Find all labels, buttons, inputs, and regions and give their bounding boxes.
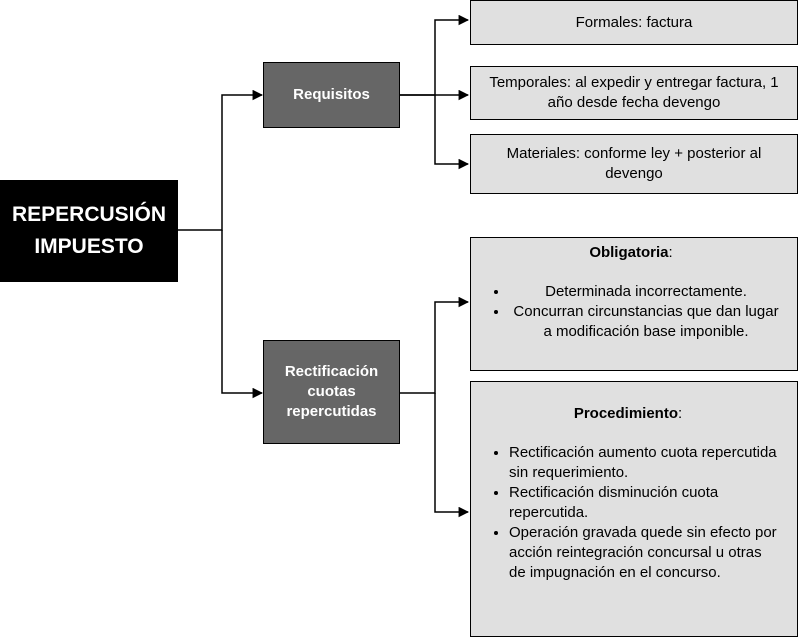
leaf-temporales-text: Temporales: al expedir y entregar factur…: [489, 74, 779, 111]
root-node-repercusion-impuesto: REPERCUSIÓN IMPUESTO: [0, 180, 178, 282]
detail-procedimiento: Procedimiento: Rectificación aumento cuo…: [470, 381, 798, 637]
list-item: Rectificación disminución cuota repercut…: [509, 483, 777, 523]
node-rectificacion-line-2: cuotas: [307, 383, 356, 400]
procedimiento-header: Procedimiento:: [479, 404, 777, 424]
list-item: Concurran circunstancias que dan lugar a…: [509, 302, 783, 342]
root-line-2: IMPUESTO: [34, 235, 144, 258]
procedimiento-title: Procedimiento: [573, 405, 678, 422]
obligatoria-title: Obligatoria: [589, 244, 669, 261]
obligatoria-colon: :: [668, 244, 673, 261]
node-requisitos-label: Requisitos: [293, 86, 370, 103]
root-line-1: REPERCUSIÓN: [11, 203, 167, 226]
list-item: Determinada incorrectamente.: [509, 282, 783, 302]
procedimiento-list: Rectificación aumento cuota repercutida …: [479, 443, 777, 583]
list-item: Rectificación aumento cuota repercutida …: [509, 443, 777, 483]
node-rectificacion: Rectificación cuotas repercutidas: [263, 340, 400, 444]
procedimiento-colon: :: [678, 405, 683, 422]
node-rectificacion-line-1: Rectificación: [284, 363, 379, 380]
node-requisitos: Requisitos: [263, 62, 400, 128]
leaf-formales-text: Formales: factura: [575, 13, 693, 31]
leaf-temporales: Temporales: al expedir y entregar factur…: [470, 66, 798, 120]
obligatoria-list: Determinada incorrectamente. Concurran c…: [479, 282, 783, 342]
node-rectificacion-line-3: repercutidas: [286, 403, 377, 420]
leaf-materiales: Materiales: conforme ley + posterior al …: [470, 134, 798, 194]
leaf-materiales-text: Materiales: conforme ley + posterior al …: [506, 145, 762, 182]
leaf-formales: Formales: factura: [470, 0, 798, 45]
list-item: Operación gravada quede sin efecto por a…: [509, 523, 777, 583]
obligatoria-header: Obligatoria:: [479, 243, 783, 263]
detail-obligatoria: Obligatoria: Determinada incorrectamente…: [470, 237, 798, 371]
